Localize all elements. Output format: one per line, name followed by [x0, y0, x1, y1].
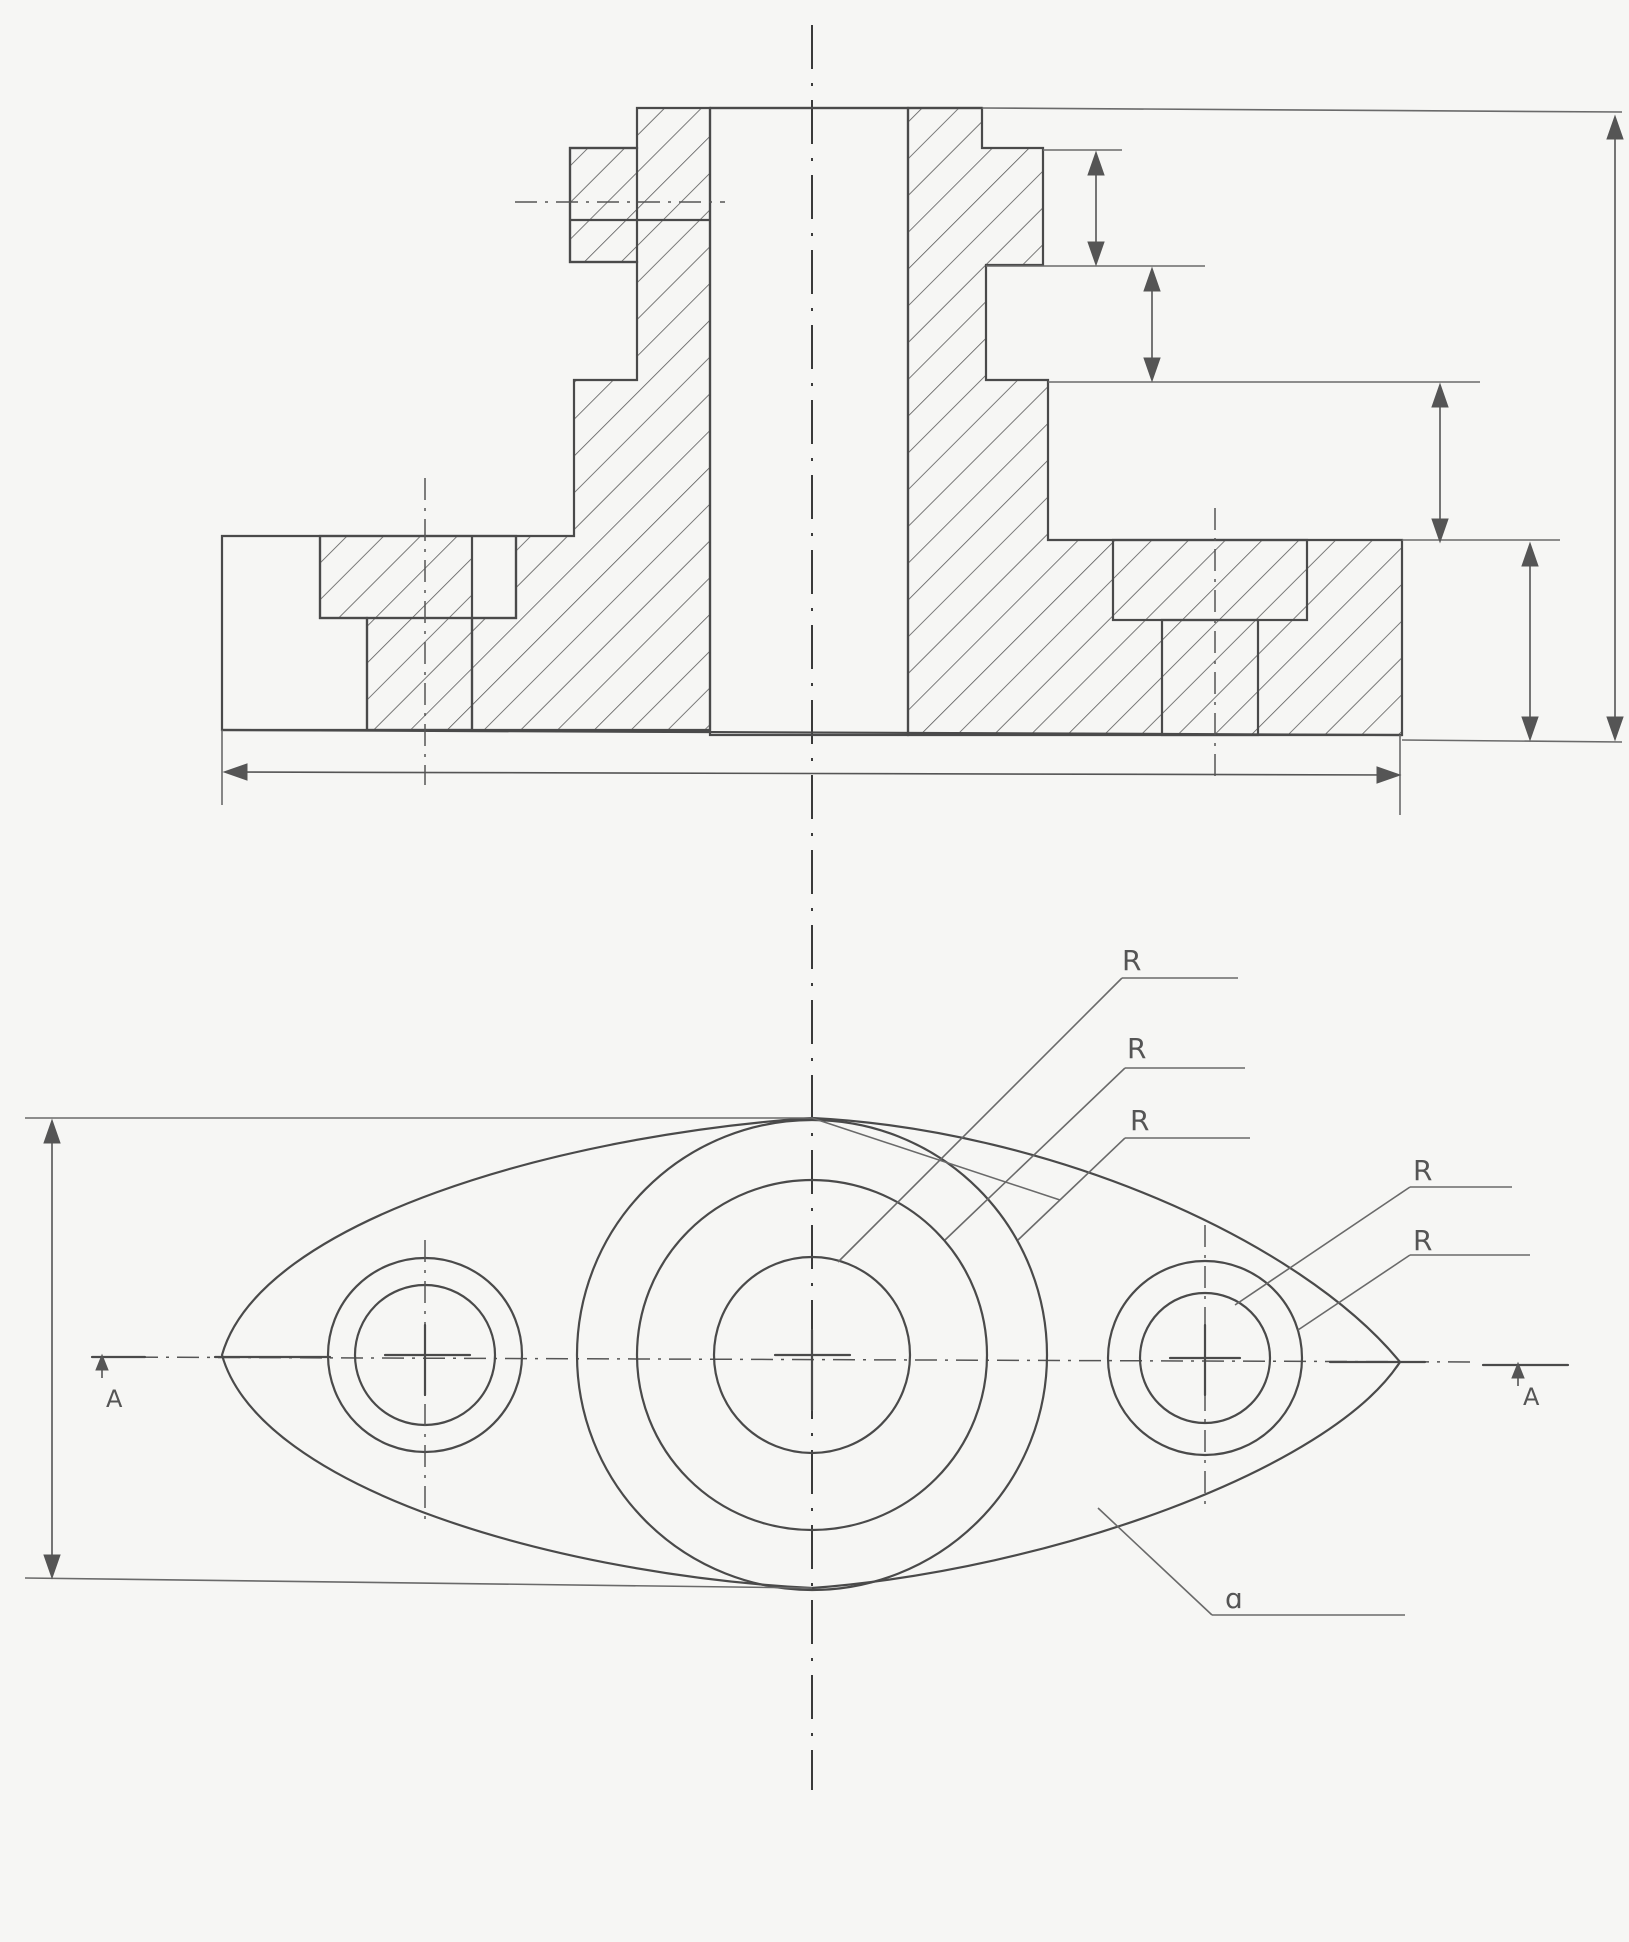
section-letter-left: A: [106, 1385, 123, 1413]
section-line: [94, 1356, 1476, 1363]
radius-label-3: R: [1130, 1104, 1149, 1137]
right-boss-hole-circle: [1138, 1291, 1272, 1425]
radius-label-5: R: [1413, 1224, 1432, 1257]
dimension-overall-width: [222, 763, 1402, 784]
radius-leader-5: R: [1297, 1224, 1530, 1331]
section-mark-right: A: [1481, 1361, 1570, 1411]
dimension-height-2: [1143, 266, 1161, 383]
radius-leader-4: R: [1234, 1154, 1512, 1306]
top-view: A A R R R R: [24, 944, 1570, 1616]
radius-label-4: R: [1413, 1154, 1432, 1187]
angle-label: ɑ: [1225, 1582, 1243, 1615]
radius-leader-1: R: [837, 944, 1238, 1263]
radius-leader-3: R: [1017, 1104, 1250, 1241]
angle-leader: ɑ: [1097, 1507, 1405, 1616]
section-mark-left: A: [90, 1353, 147, 1413]
radius-leader-2: R: [944, 1032, 1245, 1241]
dimension-height-4: [1521, 541, 1539, 742]
radius-label-2: R: [1127, 1032, 1146, 1065]
central-middle-circle: [635, 1178, 989, 1532]
left-pin-hole: [568, 146, 639, 264]
right-hatched-body: [906, 106, 1404, 737]
front-section-view: [220, 25, 1624, 1790]
dimension-height-3: [1431, 382, 1449, 544]
dimension-height-1: [1087, 150, 1105, 267]
dimension-overall-height: [1606, 114, 1624, 742]
radius-label-1: R: [1122, 944, 1141, 977]
central-bore-circle: [712, 1255, 912, 1455]
central-outer-circle: [575, 1118, 1049, 1592]
central-bore: [708, 106, 910, 737]
section-letter-right: A: [1523, 1383, 1540, 1411]
outer-contour: [220, 1116, 1402, 1590]
dimension-top-view-height: [43, 1118, 61, 1580]
right-boss-outer-circle: [1106, 1259, 1304, 1457]
